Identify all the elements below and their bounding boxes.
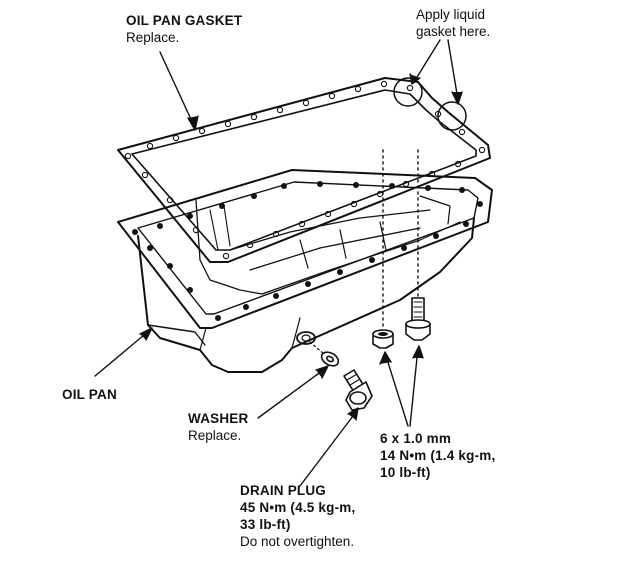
flange-bolt-long (405, 149, 431, 341)
gasket-note: Replace. (126, 30, 180, 45)
oil-pan-flange-inner (137, 181, 479, 315)
gasket-title: OIL PAN GASKET (126, 13, 243, 28)
washer-note: Replace. (188, 428, 242, 443)
drain-plug-torque: 45 N•m (4.5 kg-m, (240, 500, 356, 515)
oil-pan-label: OIL PAN (62, 386, 117, 403)
drain-plug-label: DRAIN PLUG 45 N•m (4.5 kg-m, 33 lb-ft) D… (240, 482, 355, 550)
leader-lines (94, 39, 463, 487)
flange-bolt-short (372, 149, 394, 349)
drain-boss (296, 331, 316, 345)
liquid-gasket-area-1 (393, 77, 423, 107)
bolts-torque-lbft: 10 lb-ft) (380, 465, 431, 480)
oil-pan-body (137, 217, 475, 373)
liquid-gasket-area-2 (437, 101, 467, 131)
bolts-torque: 14 N•m (1.4 kg-m, (380, 448, 496, 463)
liquid-gasket-line1: Apply liquid (416, 7, 486, 22)
oil-pan-gasket (117, 77, 491, 263)
drain-washer (309, 341, 340, 367)
bolts-label: 6 x 1.0 mm 14 N•m (1.4 kg-m, 10 lb-ft) (380, 430, 495, 481)
liquid-gasket-line2: gasket here. (416, 24, 491, 39)
oil-pan-flange-holes (132, 181, 483, 321)
washer-title: WASHER (188, 411, 249, 426)
gasket-label: OIL PAN GASKET Replace. (126, 12, 242, 46)
gasket-inner (131, 89, 477, 251)
drain-plug-bolt (343, 369, 373, 411)
gasket-holes (124, 80, 486, 260)
drain-plug-torque-lbft: 33 lb-ft) (240, 517, 291, 532)
oil-pan-flange (117, 169, 493, 329)
drain-plug-warning: Do not overtighten. (240, 534, 355, 549)
washer-label: WASHER Replace. (188, 410, 248, 444)
oil-pan (117, 169, 493, 373)
drain-plug-title: DRAIN PLUG (240, 483, 326, 498)
liquid-gasket-label: Apply liquid gasket here. (416, 6, 490, 40)
bolts-size: 6 x 1.0 mm (380, 431, 452, 446)
oil-pan-title: OIL PAN (62, 387, 117, 402)
